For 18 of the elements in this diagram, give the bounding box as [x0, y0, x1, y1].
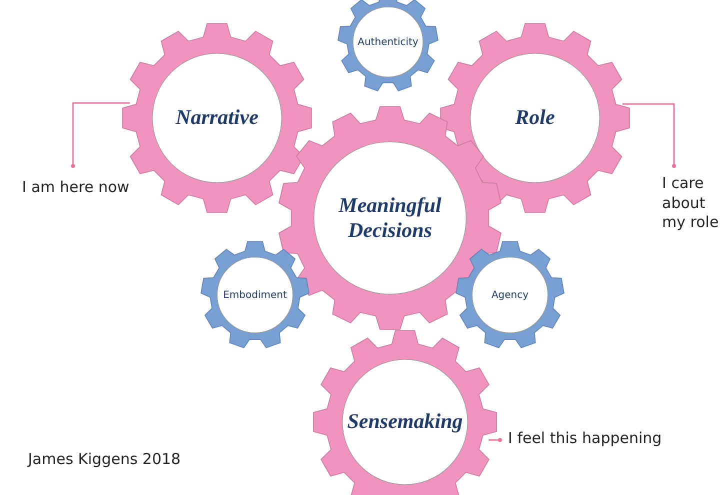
gear-label: Meaningful Decisions [337, 192, 442, 244]
gear [456, 241, 564, 349]
gear-label: Agency [491, 290, 529, 300]
gear-label: Sensemaking [347, 409, 463, 435]
gear-label: Narrative [176, 105, 258, 131]
gear [338, 0, 438, 92]
callout-text: I feel this happening [508, 429, 663, 448]
gear-label: Authenticity [358, 36, 418, 48]
leader-line [622, 103, 676, 168]
leader-line [71, 102, 130, 168]
gear-label: Role [515, 105, 555, 131]
credit-text: James Kiggens 2018 [28, 450, 181, 468]
leader-line [488, 438, 502, 442]
gear [201, 241, 309, 349]
gear-label: Embodiment [223, 290, 287, 300]
callout-text: I care about my role [662, 174, 720, 232]
callout-text: I am here now [22, 178, 130, 198]
gear [313, 330, 497, 495]
